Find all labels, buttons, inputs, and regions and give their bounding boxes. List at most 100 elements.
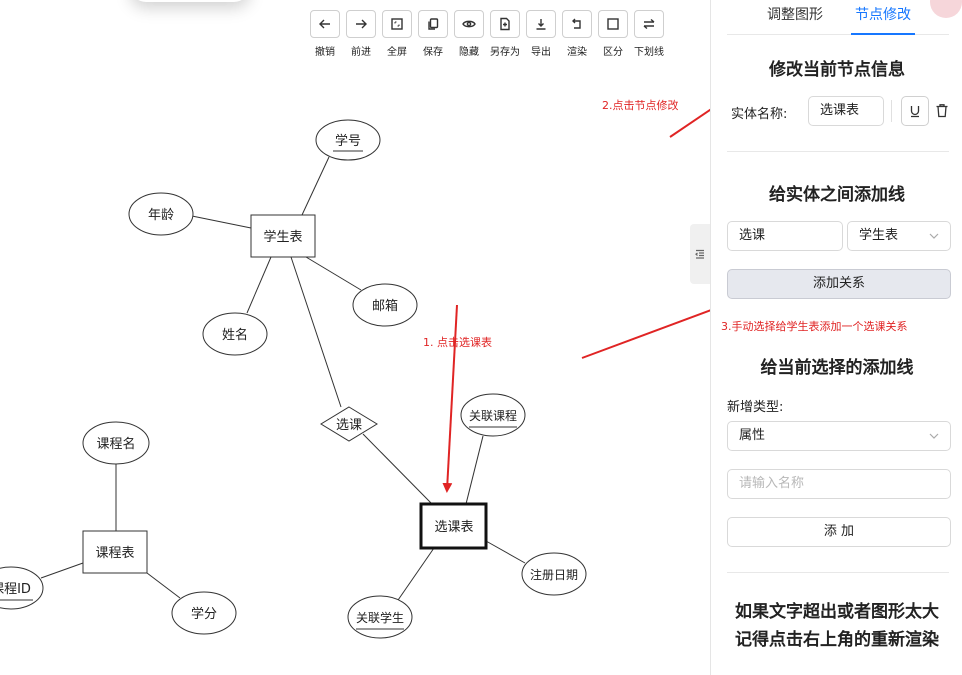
delete-node-button[interactable] (935, 103, 949, 122)
undo-label: 撤销 (315, 47, 335, 58)
eye-icon (462, 20, 476, 28)
new-name-input[interactable]: 请输入名称 (727, 469, 951, 499)
save-as-button[interactable] (490, 10, 520, 38)
sidebar-panel: 调整图形 节点修改 修改当前节点信息 实体名称: 选课表 给实体之间添加线 选课… (710, 0, 962, 675)
hide-label: 隐藏 (459, 47, 479, 58)
diagram-canvas[interactable]: 撤销 前进 全屏 保存 隐藏 (0, 0, 710, 675)
attr-age[interactable]: 年龄 (128, 192, 194, 236)
underline-label: 下划线 (634, 47, 664, 58)
distinguish-label: 区分 (603, 47, 623, 58)
er-diagram: 学生表 课程表 选课表 选课 学号 年龄 姓名 邮箱 (0, 108, 710, 639)
attr-name[interactable]: 姓名 (202, 312, 268, 356)
swap-icon (643, 18, 655, 30)
attr-credit[interactable]: 学分 (171, 591, 237, 635)
attr-credit-label: 学分 (191, 606, 217, 622)
chevron-down-icon (929, 433, 939, 439)
entity-selection[interactable]: 选课表 (419, 502, 488, 550)
export-label: 导出 (531, 47, 551, 58)
attr-course-id-label: 课程ID (0, 582, 31, 597)
attr-linked-course[interactable]: 关联课程 (460, 393, 526, 437)
attr-linked-course-label: 关联课程 (469, 408, 517, 423)
undo-arrow-icon (572, 18, 581, 29)
export-button[interactable] (526, 10, 556, 38)
relationship-select-label: 选课 (336, 418, 362, 433)
underline-tool[interactable]: 下划线 (633, 10, 665, 58)
annotation-step1: 1. 点击选课表 (423, 336, 492, 349)
tabs-divider (727, 34, 949, 35)
annotation-arrows (442, 108, 710, 493)
entity-student-label: 学生表 (263, 229, 302, 245)
fullscreen-tool[interactable]: 全屏 (381, 10, 413, 58)
divider-2 (727, 572, 949, 573)
save-as-tool[interactable]: 另存为 (489, 10, 521, 58)
entity-student[interactable]: 学生表 (250, 214, 316, 258)
arrow-left-icon (319, 19, 330, 29)
render-tool[interactable]: 渲染 (561, 10, 593, 58)
attr-course-name-label: 课程名 (96, 436, 135, 452)
undo-tool[interactable]: 撤销 (309, 10, 341, 58)
trash-icon (936, 104, 948, 118)
render-button[interactable] (562, 10, 592, 38)
attr-linked-student[interactable]: 关联学生 (347, 595, 413, 639)
attr-email[interactable]: 邮箱 (352, 283, 418, 327)
render-label: 渲染 (567, 47, 587, 58)
fullscreen-button[interactable] (382, 10, 412, 38)
relationship-select[interactable]: 选课 (320, 406, 378, 442)
copy-icon (428, 18, 439, 30)
redo-label: 前进 (351, 47, 371, 58)
redo-button[interactable] (346, 10, 376, 38)
attr-age-label: 年龄 (148, 208, 174, 223)
undo-button[interactable] (310, 10, 340, 38)
attr-course-id[interactable]: 课程ID (0, 566, 44, 610)
attr-course-name[interactable]: 课程名 (82, 421, 150, 465)
export-tool[interactable]: 导出 (525, 10, 557, 58)
new-type-value: 属性 (739, 428, 766, 443)
arrow-right-icon (356, 19, 367, 29)
attr-linked-student-label: 关联学生 (356, 610, 404, 625)
fullscreen-label: 全屏 (387, 47, 407, 58)
render-tip-line1: 如果文字超出或者图形太大 (735, 602, 939, 622)
sidebar-tabs: 调整图形 节点修改 (711, 0, 962, 36)
sidebar-toggle[interactable] (690, 224, 710, 284)
download-icon (536, 19, 546, 30)
new-type-select[interactable]: 属性 (727, 421, 951, 451)
distinguish-button[interactable] (598, 10, 628, 38)
attr-student-no[interactable]: 学号 (315, 119, 381, 161)
tab-adjust-shape[interactable]: 调整图形 (767, 7, 823, 23)
add-relation-button[interactable]: 添加关系 (727, 269, 951, 299)
tab-node-edit[interactable]: 节点修改 (855, 7, 911, 23)
menu-fold-icon (695, 249, 704, 259)
underline-button[interactable] (634, 10, 664, 38)
save-button[interactable] (418, 10, 448, 38)
entity-name-label: 实体名称: (731, 107, 788, 122)
save-label: 保存 (423, 47, 443, 58)
attr-email-label: 邮箱 (372, 298, 398, 314)
chevron-down-icon (929, 233, 939, 239)
file-plus-icon (500, 17, 510, 31)
new-type-label: 新增类型: (727, 400, 784, 415)
entity-course[interactable]: 课程表 (82, 530, 148, 574)
hide-tool[interactable]: 隐藏 (453, 10, 485, 58)
entity-name-input[interactable]: 选课表 (808, 96, 884, 126)
save-tool[interactable]: 保存 (417, 10, 449, 58)
attr-name-label: 姓名 (222, 327, 248, 343)
square-icon (607, 18, 619, 30)
avatar[interactable] (930, 0, 962, 18)
hide-button[interactable] (454, 10, 484, 38)
add-button[interactable]: 添 加 (727, 517, 951, 547)
relation-name-input[interactable]: 选课 (727, 221, 843, 251)
underline-toggle-button[interactable] (901, 96, 929, 126)
underline-icon (910, 106, 920, 118)
link-section-title: 给实体之间添加线 (769, 185, 905, 205)
entity-course-label: 课程表 (95, 546, 134, 561)
target-entity-value: 学生表 (859, 228, 899, 243)
field-separator (891, 100, 892, 122)
target-entity-select[interactable]: 学生表 (847, 221, 951, 251)
toolbar: 撤销 前进 全屏 保存 隐藏 (309, 10, 665, 58)
fullscreen-icon (391, 18, 403, 30)
attr-reg-date[interactable]: 注册日期 (521, 552, 587, 596)
distinguish-tool[interactable]: 区分 (597, 10, 629, 58)
redo-tool[interactable]: 前进 (345, 10, 377, 58)
diagram-edges (40, 156, 526, 604)
floating-panel-shadow (130, 0, 250, 2)
